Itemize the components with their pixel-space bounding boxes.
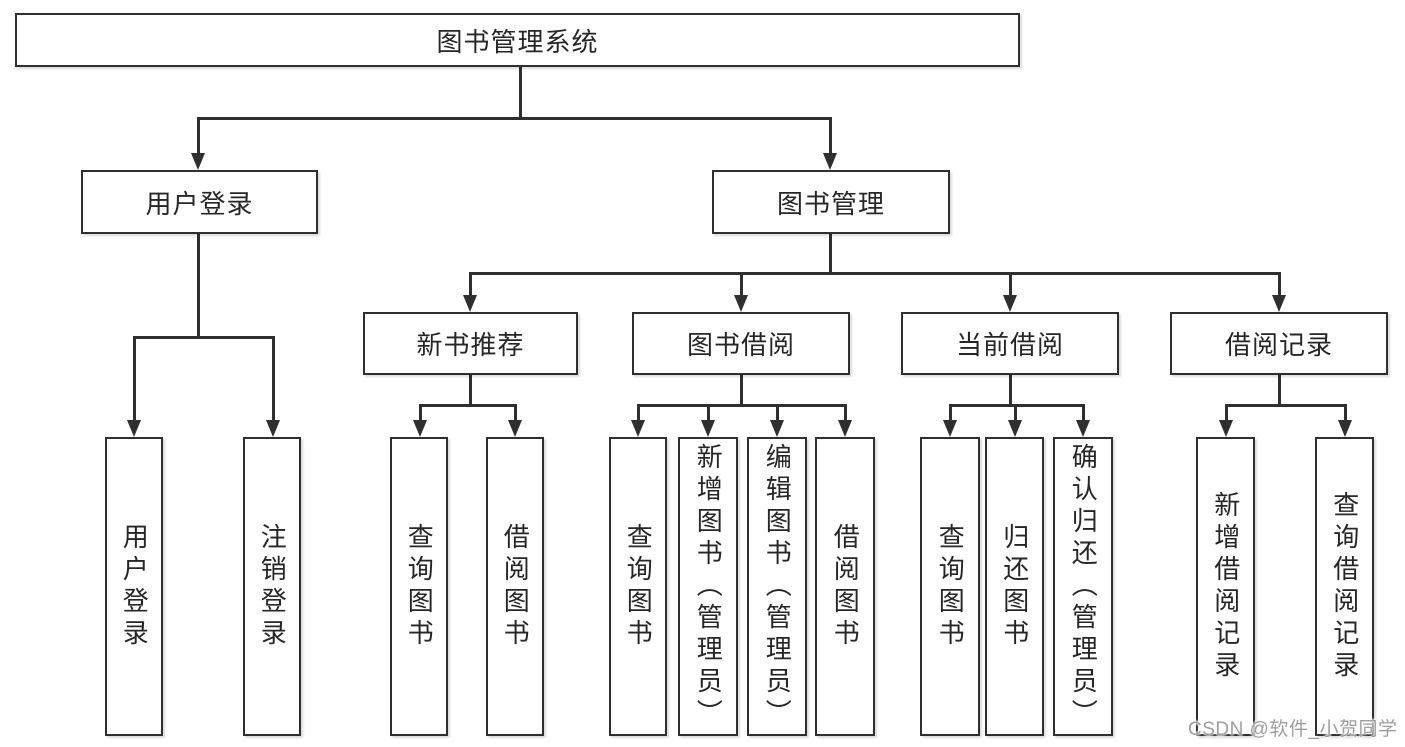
connector	[740, 272, 743, 298]
leaf-return-books: 归还图书	[985, 437, 1044, 736]
connector	[197, 117, 832, 120]
leaf-label: 查询借阅记录	[1329, 490, 1360, 683]
node-borrow-records: 借阅记录	[1170, 312, 1388, 375]
leaf-borrow-books: 借阅图书	[815, 437, 875, 736]
arrowhead-icon	[631, 420, 645, 437]
connector	[419, 404, 422, 422]
leaf-label: 新增图书（管理员）	[693, 442, 724, 731]
leaf-label: 借阅图书	[500, 522, 531, 651]
connector	[637, 404, 847, 407]
node-label: 用户登录	[145, 188, 254, 219]
connector	[844, 404, 847, 422]
leaf-label: 注销登录	[257, 522, 288, 651]
leaf-label: 查询图书	[623, 522, 654, 651]
connector	[469, 272, 472, 298]
node-label: 图书借阅	[686, 330, 795, 360]
arrowhead-icon	[127, 420, 141, 437]
connector	[949, 404, 1085, 407]
node-new-book-recommend: 新书推荐	[363, 312, 578, 375]
arrowhead-icon	[1076, 420, 1090, 437]
connector	[469, 272, 1281, 275]
arrowhead-icon	[701, 420, 715, 437]
leaf-confirm-return-admin: 确认归还（管理员）	[1053, 437, 1113, 736]
leaf-label: 用户登录	[119, 522, 150, 651]
arrowhead-icon	[1219, 420, 1233, 437]
connector	[197, 234, 200, 338]
node-label: 图书管理	[776, 188, 885, 219]
connector	[776, 404, 779, 422]
leaf-query-borrow-record: 查询借阅记录	[1315, 437, 1374, 736]
leaf-label: 归还图书	[999, 522, 1030, 651]
connector	[637, 404, 640, 422]
connector	[707, 404, 710, 422]
leaf-label: 编辑图书（管理员）	[762, 442, 793, 731]
connector	[469, 375, 472, 406]
arrowhead-icon	[838, 420, 852, 437]
leaf-logout: 注销登录	[243, 437, 301, 736]
arrowhead-icon	[823, 153, 837, 170]
arrowhead-icon	[1003, 295, 1017, 312]
arrowhead-icon	[413, 420, 427, 437]
connector	[829, 234, 832, 274]
node-book-management: 图书管理	[712, 170, 950, 234]
arrowhead-icon	[1338, 420, 1352, 437]
node-library-system: 图书管理系统	[15, 13, 1020, 67]
arrowhead-icon	[1272, 295, 1286, 312]
arrowhead-icon	[1008, 420, 1022, 437]
connector	[133, 336, 136, 421]
arrowhead-icon	[734, 295, 748, 312]
connector	[1009, 375, 1012, 406]
arrowhead-icon	[770, 420, 784, 437]
connector	[519, 67, 522, 119]
connector	[949, 404, 952, 422]
connector	[1278, 375, 1281, 406]
csdn-watermark: CSDN @软件_小贺同学	[1188, 719, 1398, 740]
connector	[829, 117, 832, 154]
connector	[1014, 404, 1017, 422]
leaf-label: 查询图书	[935, 522, 966, 651]
leaf-label: 新增借阅记录	[1210, 490, 1241, 683]
leaf-add-borrow-record: 新增借阅记录	[1196, 437, 1255, 736]
connector	[419, 404, 517, 407]
leaf-add-books-admin: 新增图书（管理员）	[678, 437, 738, 736]
node-label: 图书管理系统	[436, 26, 599, 57]
connector	[1278, 272, 1281, 298]
node-label: 借阅记录	[1224, 330, 1333, 360]
connector	[133, 336, 275, 339]
arrowhead-icon	[191, 153, 205, 170]
connector	[740, 375, 743, 406]
connector	[197, 117, 200, 154]
arrowhead-icon	[463, 295, 477, 312]
node-current-borrow: 当前借阅	[901, 312, 1119, 375]
connector	[1344, 404, 1347, 422]
connector	[514, 404, 517, 422]
arrowhead-icon	[943, 420, 957, 437]
leaf-user-login: 用户登录	[105, 437, 163, 736]
leaf-query-books-current: 查询图书	[920, 437, 980, 736]
leaf-query-books: 查询图书	[609, 437, 667, 736]
leaf-edit-books-admin: 编辑图书（管理员）	[747, 437, 807, 736]
node-label: 新书推荐	[416, 330, 525, 360]
arrowhead-icon	[266, 420, 280, 437]
connector	[272, 336, 275, 421]
connector	[1225, 404, 1347, 407]
connector	[1009, 272, 1012, 298]
leaf-query-books-recommend: 查询图书	[390, 437, 448, 736]
node-label: 当前借阅	[955, 330, 1064, 360]
arrowhead-icon	[508, 420, 522, 437]
leaf-label: 借阅图书	[830, 522, 861, 651]
connector	[1082, 404, 1085, 422]
leaf-borrow-books-recommend: 借阅图书	[486, 437, 544, 736]
node-user-login: 用户登录	[81, 170, 318, 234]
leaf-label: 查询图书	[404, 522, 435, 651]
connector	[1225, 404, 1228, 422]
node-book-borrow: 图书借阅	[632, 312, 850, 375]
leaf-label: 确认归还（管理员）	[1068, 442, 1099, 731]
